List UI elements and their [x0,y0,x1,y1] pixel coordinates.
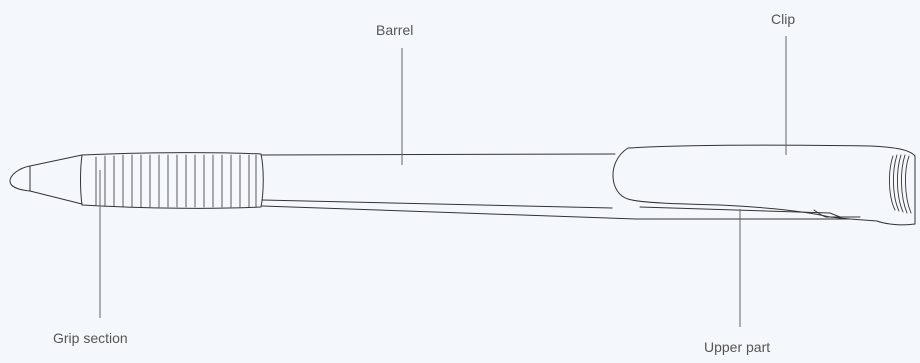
clip-label: Clip [771,11,796,27]
clip-foot [813,209,861,218]
upper-part-label: Upper part [704,339,771,355]
upper-part-body [612,144,916,226]
barrel-lower-edge [261,199,613,209]
pen-cone [29,154,83,205]
grip-ridges [95,154,257,208]
pen-tip [9,165,31,192]
barrel-body [261,153,851,220]
clip-grooves [889,154,912,214]
grip-section-label: Grip section [53,330,128,346]
grip-section-body [80,152,264,209]
barrel-label: Barrel [376,22,414,38]
